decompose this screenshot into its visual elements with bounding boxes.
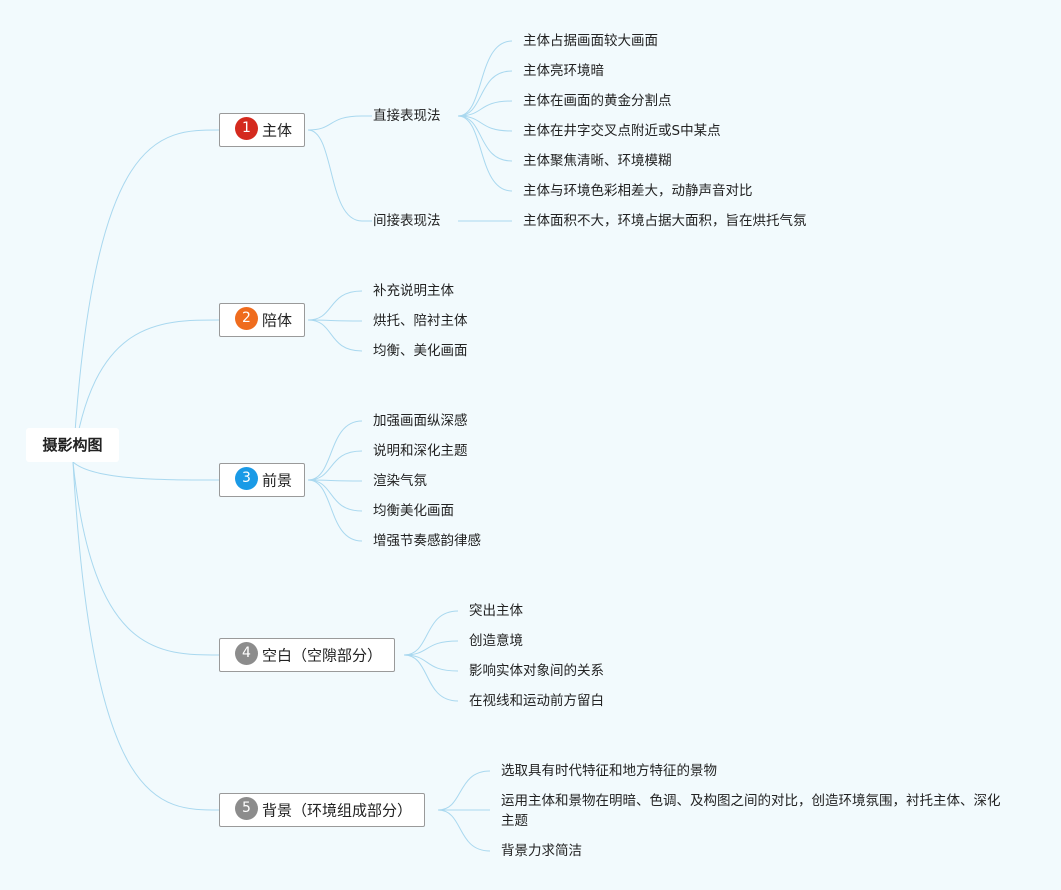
branch-label: 陪体	[262, 311, 293, 330]
branch-leaf-connector	[403, 640, 459, 656]
leaf-item[interactable]: 增强节奏感韵律感	[373, 533, 481, 549]
number-badge-icon: 1	[235, 117, 258, 140]
root-branch-connector	[72, 129, 220, 463]
group-leaf-connector	[457, 115, 513, 162]
number-badge-icon: 5	[235, 797, 258, 820]
leaf-item[interactable]: 运用主体和景物在明暗、色调、及构图之间的对比，创造环境氛围，衬托主体、深化主题	[501, 793, 1001, 829]
branch-leaf-connector	[403, 654, 459, 702]
branch-leaf-connector	[437, 809, 491, 852]
branch-label: 空白（空隙部分）	[262, 646, 383, 665]
branch-leaf-connector	[307, 479, 363, 482]
branch-leaf-connector	[437, 770, 491, 811]
group-leaf-connector	[457, 40, 513, 117]
root-branch-connector	[72, 461, 220, 656]
group-leaf-connector	[457, 115, 513, 192]
group-leaf-connector	[457, 100, 513, 117]
number-badge-icon: 2	[235, 307, 258, 330]
group-indirect[interactable]: 间接表现法	[373, 213, 441, 229]
leaf-item[interactable]: 背景力求简洁	[501, 843, 582, 859]
leaf-item[interactable]: 烘托、陪衬主体	[373, 313, 468, 329]
leaf-item[interactable]: 渲染气氛	[373, 473, 427, 489]
group-leaf-connector	[457, 70, 513, 117]
root-branch-connector	[72, 319, 220, 463]
leaf-item[interactable]: 主体在画面的黄金分割点	[523, 93, 672, 109]
branch-leaf-connector	[307, 450, 363, 481]
leaf-item[interactable]: 主体占据画面较大画面	[523, 33, 658, 49]
leaf-item[interactable]: 主体与环境色彩相差大，动静声音对比	[523, 183, 753, 199]
leaf-item[interactable]: 突出主体	[469, 603, 523, 619]
number-badge-icon: 3	[235, 467, 258, 490]
leaf-item[interactable]: 主体聚焦清晰、环境模糊	[523, 153, 672, 169]
branch-label: 前景	[262, 471, 293, 490]
leaf-item[interactable]: 在视线和运动前方留白	[469, 693, 604, 709]
root-branch-connector	[72, 461, 220, 811]
leaf-item[interactable]: 说明和深化主题	[373, 443, 468, 459]
branch-leaf-connector	[307, 319, 363, 322]
leaf-item[interactable]: 创造意境	[469, 633, 523, 649]
leaf-item[interactable]: 主体亮环境暗	[523, 63, 604, 79]
branch-leaf-connector	[307, 479, 363, 512]
number-badge-icon: 4	[235, 642, 258, 665]
branch-group-connector	[307, 129, 363, 222]
group-direct[interactable]: 直接表现法	[373, 108, 441, 124]
branch-leaf-connector	[403, 610, 459, 656]
branch-leaf-connector	[307, 290, 363, 321]
branch-leaf-connector	[307, 319, 363, 352]
group-leaf-connector	[457, 115, 513, 132]
leaf-item[interactable]: 主体在井字交叉点附近或S中某点	[523, 123, 721, 139]
branch-leaf-connector	[307, 420, 363, 481]
branch-group-connector	[307, 115, 363, 131]
leaf-item[interactable]: 补充说明主体	[373, 283, 454, 299]
root-topic[interactable]: 摄影构图	[26, 428, 119, 462]
leaf-item[interactable]: 均衡、美化画面	[373, 343, 468, 359]
branch-leaf-connector	[307, 479, 363, 542]
leaf-item[interactable]: 均衡美化画面	[373, 503, 454, 519]
branch-label: 背景（环境组成部分）	[262, 801, 413, 820]
leaf-item[interactable]: 选取具有时代特征和地方特征的景物	[501, 763, 717, 779]
leaf-item[interactable]: 加强画面纵深感	[373, 413, 468, 429]
leaf-item[interactable]: 影响实体对象间的关系	[469, 663, 604, 679]
branch-label: 主体	[262, 121, 293, 140]
branch-leaf-connector	[403, 654, 459, 672]
leaf-item[interactable]: 主体面积不大，环境占据大面积，旨在烘托气氛	[523, 213, 807, 229]
root-branch-connector	[72, 461, 220, 481]
